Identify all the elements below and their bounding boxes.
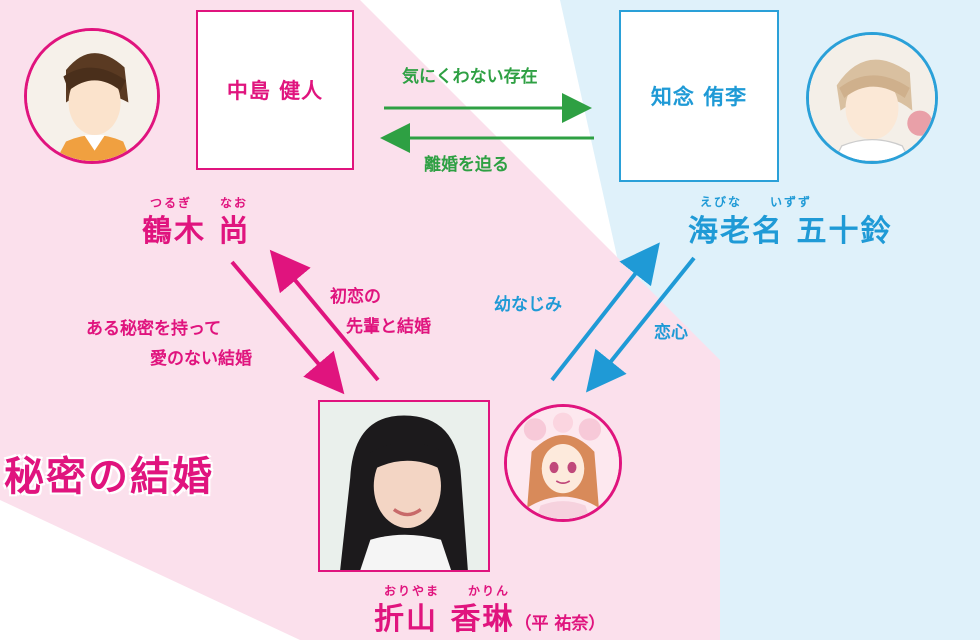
ruby-oriyama: おりやま かりん [384, 584, 511, 598]
girl-portrait-icon [504, 404, 622, 522]
label-tsurugi-to-karin-1: ある秘密を持って [86, 319, 222, 339]
actor-box-nakajima: 中島 健人 [196, 10, 354, 170]
label-ebina-to-karin: 恋心 [654, 323, 688, 343]
label-nakajima-to-chinen: 気にくわない存在 [402, 67, 538, 87]
arrow-ebina-to-karin [585, 256, 696, 393]
ruby-ebina: えびな いずず [700, 195, 813, 209]
label-karin-to-ebina: 幼なじみ [494, 295, 562, 315]
arrow-karin-to-ebina [550, 242, 660, 382]
actor-box-chinen: 知念 侑李 [619, 10, 779, 182]
role-name-oriyama-text: 折山 香琳 [374, 602, 515, 637]
label-karin-to-tsurugi-2: 先輩と結婚 [346, 317, 431, 337]
arrow-karin-to-tsurugi [269, 249, 380, 382]
role-name-ebina-text: 海老名 五十鈴 [688, 214, 893, 249]
label-tsurugi-to-karin-2: 愛のない結婚 [150, 349, 252, 369]
role-name-tsurugi-text: 鶴木 尚 [142, 214, 251, 249]
actress-name: （平 祐奈） [514, 614, 606, 634]
label-karin-to-tsurugi-1: 初恋の [330, 287, 381, 307]
actor-name-chinen: 知念 侑李 [650, 85, 748, 109]
actor-name-nakajima: 中島 健人 [226, 79, 324, 103]
role-name-tsurugi: 鶴木 尚 [142, 206, 250, 250]
group-title: 秘密の結婚 [4, 454, 214, 500]
man-portrait-icon [24, 28, 160, 164]
arrow-tsurugi-to-karin [230, 260, 345, 395]
label-chinen-to-nakajima: 離婚を迫る [424, 155, 509, 175]
role-name-oriyama: 折山 香琳（平 祐奈） [374, 594, 605, 638]
ruby-tsurugi: つるぎ なお [150, 196, 249, 210]
actress-photo [318, 400, 490, 572]
role-name-ebina: 海老名 五十鈴 [688, 206, 892, 250]
boy-portrait-icon [806, 32, 938, 164]
